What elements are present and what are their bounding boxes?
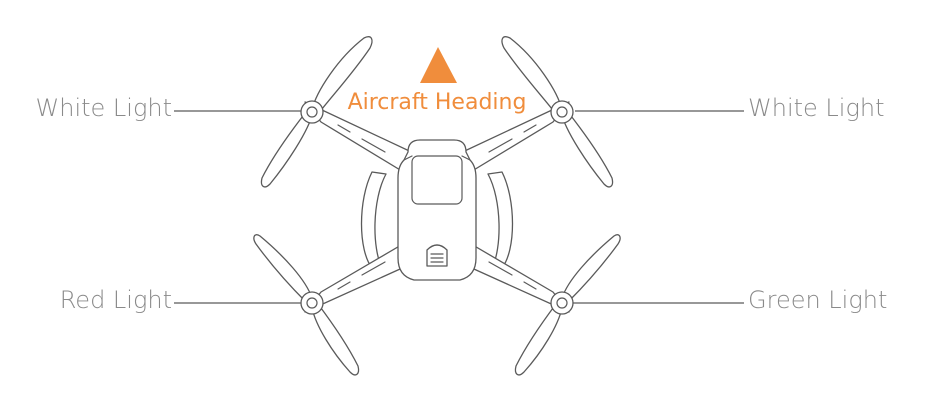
- arm-slot: [488, 261, 513, 276]
- propeller-blade: [311, 303, 360, 376]
- heading-arrow-icon: [420, 47, 457, 83]
- aircraft-heading-label: Aircraft Heading: [348, 90, 527, 115]
- propeller-blade: [260, 111, 313, 188]
- arm-slot: [337, 124, 351, 133]
- arm-slot: [361, 261, 386, 276]
- motor-cap: [556, 106, 568, 118]
- rear-latch: [426, 244, 448, 267]
- motor-front-left: [300, 100, 324, 124]
- arm-slot: [337, 281, 351, 290]
- battery-compartment: [411, 155, 463, 205]
- body-contour: [403, 155, 471, 161]
- propeller-blade: [311, 36, 373, 115]
- propeller-blade: [561, 234, 621, 303]
- propeller-blade: [501, 36, 563, 115]
- drone-body: [397, 139, 477, 281]
- motor-cap: [556, 297, 568, 309]
- landing-gear-right: [487, 171, 514, 269]
- motor-cap: [306, 297, 318, 309]
- rear-left-light-label: Red Light: [60, 286, 172, 314]
- motor-rear-left: [300, 291, 324, 315]
- propeller-blade: [514, 303, 563, 376]
- motor-rear-right: [550, 291, 574, 315]
- drone-illustration: [253, 36, 621, 376]
- front-left-light-label: White Light: [36, 94, 172, 122]
- arm-slot: [361, 138, 386, 153]
- rear-right-light-label: Green Light: [748, 286, 887, 314]
- motor-cap: [306, 106, 318, 118]
- motor-front-right: [550, 100, 574, 124]
- front-right-light-label: White Light: [748, 94, 884, 122]
- arm-slot: [523, 281, 537, 290]
- landing-gear-left: [360, 171, 387, 269]
- propeller-blade: [561, 111, 614, 188]
- arm-slot: [488, 138, 513, 153]
- arm-slot: [523, 124, 537, 133]
- propeller-blade: [253, 234, 313, 303]
